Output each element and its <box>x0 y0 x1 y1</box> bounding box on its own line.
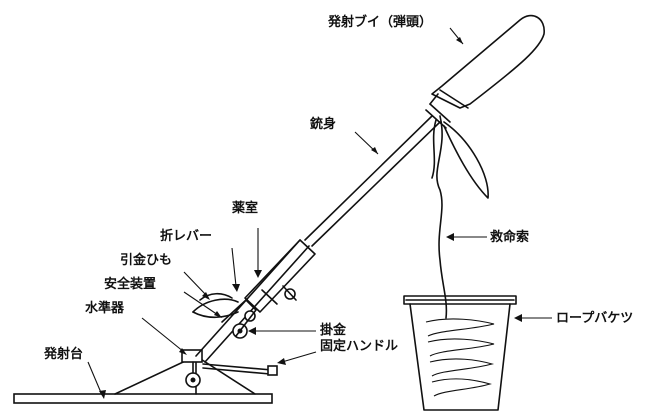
label-chamber: 薬室 <box>231 200 258 216</box>
label-hook: 掛金 <box>320 322 347 338</box>
label-lifeline: 救命索 <box>490 229 529 245</box>
label-barrel: 銃身 <box>310 116 336 132</box>
breech-chamber <box>244 239 316 313</box>
rope-bucket <box>403 295 517 411</box>
label-level: 水準器 <box>85 300 125 316</box>
level-mount <box>181 349 203 388</box>
label-fold-lever: 折レバー <box>160 228 212 244</box>
gun-barrel <box>195 103 451 363</box>
projectile-buoy <box>429 14 545 109</box>
label-safety: 安全装置 <box>104 276 156 292</box>
safety-device <box>192 292 239 319</box>
lifeline-rope <box>431 115 489 319</box>
label-rope-bucket: ロープバケツ <box>556 311 633 326</box>
fixed-handle <box>202 363 278 376</box>
launch-base <box>13 355 273 404</box>
leader-lines <box>87 27 552 399</box>
label-base: 発射台 <box>43 346 83 362</box>
label-handle: 固定ハンドル <box>320 338 398 354</box>
label-buoy: 発射ブイ（弾頭） <box>327 14 432 30</box>
hook-mechanism <box>221 299 257 339</box>
label-pull-cord: 引金ひも <box>120 252 172 268</box>
